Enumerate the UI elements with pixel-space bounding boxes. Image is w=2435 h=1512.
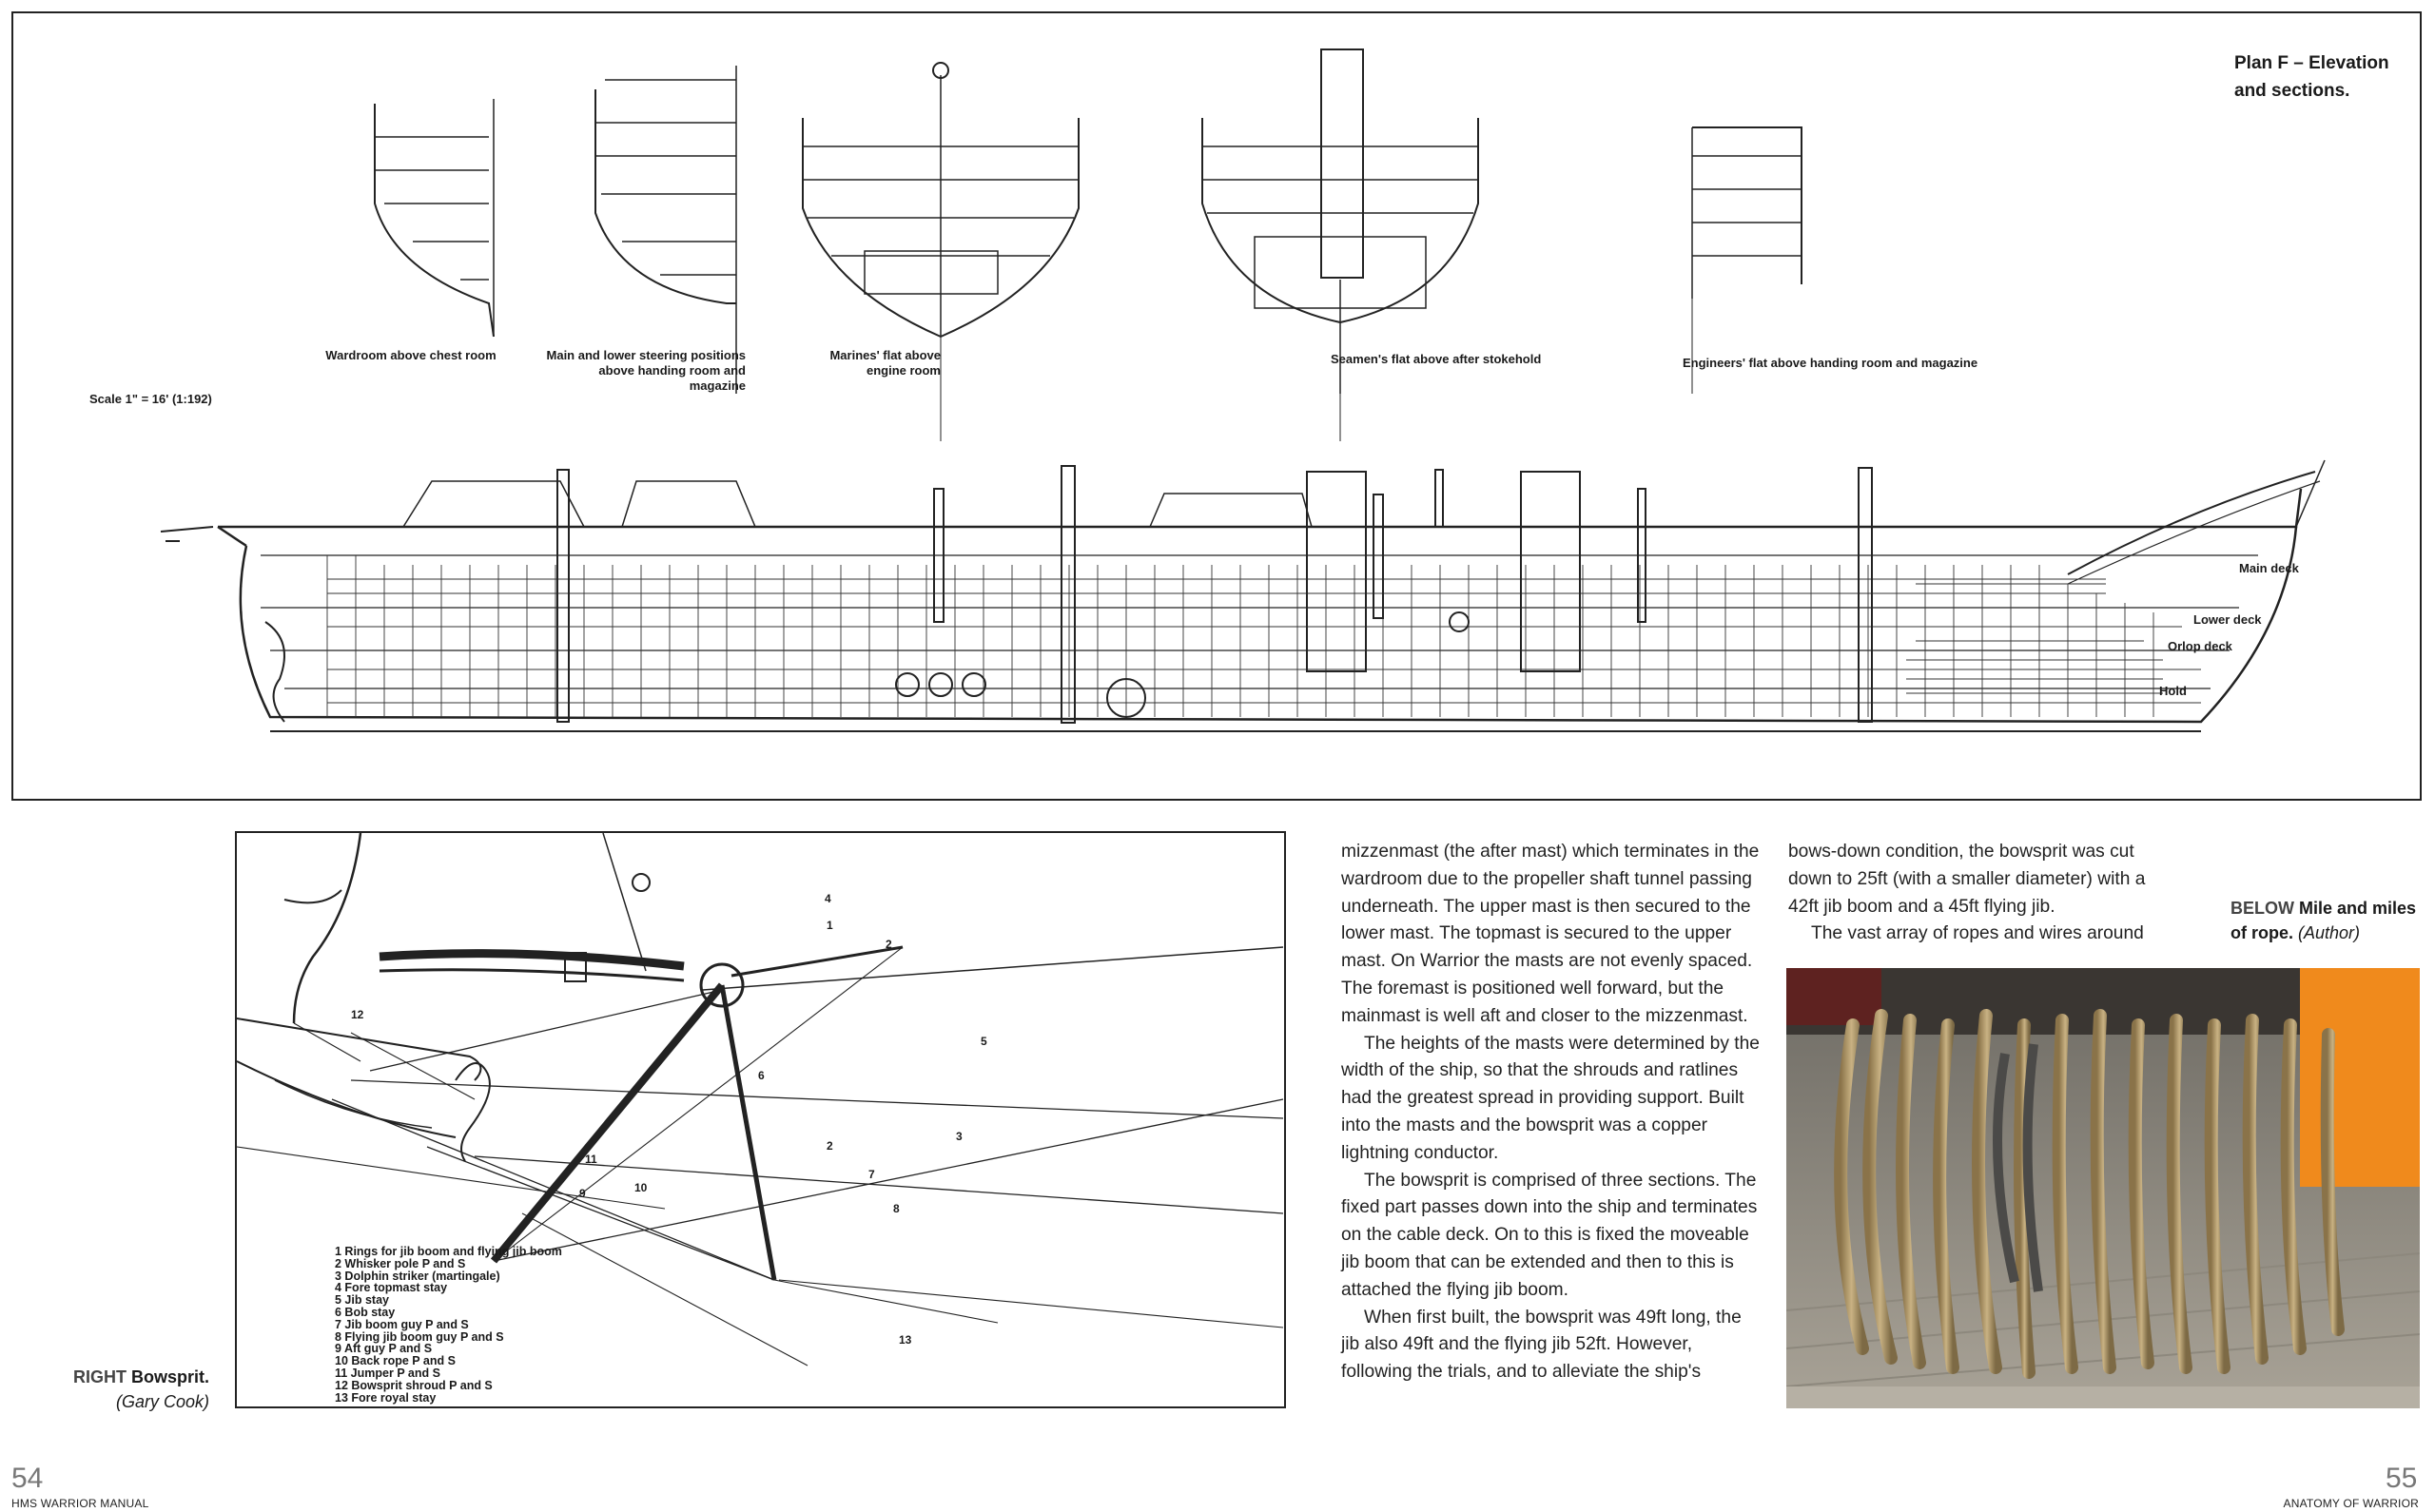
paragraph: The bowsprit is comprised of three secti…: [1341, 1170, 1758, 1300]
callout-2: 2: [886, 938, 892, 951]
paragraph: The vast array of ropes and wires around: [1811, 923, 2144, 944]
section-label-marines: Marines' flat above engine room: [829, 348, 941, 378]
legend-item: 6 Bob stay: [335, 1305, 396, 1319]
ship-plan-drawing: [160, 48, 2326, 732]
section-label-wardroom: Wardroom above chest room: [325, 348, 497, 362]
callout-8: 8: [893, 1202, 900, 1215]
callout-1: 1: [827, 919, 833, 932]
callout-7: 7: [868, 1168, 875, 1181]
running-head-right: ANATOMY OF WARRIOR: [2283, 1497, 2419, 1510]
caption-credit: (Gary Cook): [115, 1392, 209, 1411]
paragraph: The heights of the masts were determined…: [1341, 1033, 1760, 1163]
plan-f-figure: Plan F – Elevation and sections. Wardroo…: [11, 11, 2422, 801]
callout-12: 12: [351, 1008, 364, 1021]
page-number-right: 55: [2386, 1463, 2418, 1494]
legend-item: 2 Whisker pole P and S: [335, 1256, 466, 1270]
page-number-left: 54: [11, 1463, 44, 1494]
callout-13: 13: [899, 1333, 912, 1347]
paragraph: mizzenmast (the after mast) which termin…: [1341, 842, 1760, 1026]
caption-text: Mile and miles of rope.: [2230, 899, 2417, 942]
bowsprit-legend: 1 Rings for jib boom and flying jib boom…: [335, 1246, 562, 1404]
callout-9: 9: [579, 1187, 586, 1200]
callout-10: 10: [634, 1181, 648, 1194]
paragraph: When first built, the bowsprit was 49ft …: [1341, 1307, 1742, 1383]
section-label-seamen: Seamen's flat above after stokehold: [1331, 352, 1542, 366]
legend-item: 13 Fore royal stay: [335, 1390, 437, 1405]
bowsprit-figure: 1 2 3 4 5 6 7 8 9 10 11 12 13 2: [235, 831, 1286, 1408]
callout-4: 4: [825, 892, 831, 905]
section-label-steering: Main and lower steering positions above …: [546, 348, 746, 393]
deck-label-main: Main deck: [2239, 561, 2299, 575]
legend-item: 12 Bowsprit shroud P and S: [335, 1378, 493, 1392]
legend-item: 9 Aft guy P and S: [335, 1342, 433, 1356]
caption-credit: (Author): [2298, 923, 2361, 942]
plan-title: Plan F – Elevation and sections.: [2234, 53, 2389, 101]
text-column-2: bows-down condition, the bowsprit was cu…: [1788, 839, 2178, 948]
section-label-engineers: Engineers' flat above handing room and m…: [1683, 356, 1978, 370]
callout-2b: 2: [827, 1139, 833, 1153]
photo-caption: BELOW Mile and miles of rope. (Author): [2230, 896, 2421, 945]
callout-11: 11: [585, 1153, 597, 1166]
legend-item: 3 Dolphin striker (martingale): [335, 1269, 500, 1283]
paragraph: bows-down condition, the bowsprit was cu…: [1788, 842, 2146, 917]
rope-photo-image: [1786, 968, 2420, 1408]
bowsprit-drawing: [237, 833, 1284, 1367]
legend-item: 7 Jib boom guy P and S: [335, 1317, 469, 1331]
callout-5: 5: [981, 1035, 987, 1048]
deck-label-lower: Lower deck: [2193, 612, 2262, 627]
callout-3: 3: [956, 1130, 963, 1143]
rope-photo: [1786, 968, 2420, 1408]
caption-lead: RIGHT: [72, 1367, 127, 1386]
text-column-1: mizzenmast (the after mast) which termin…: [1341, 839, 1760, 1386]
legend-item: 1 Rings for jib boom and flying jib boom: [335, 1245, 562, 1258]
legend-item: 4 Fore topmast stay: [335, 1281, 448, 1295]
legend-item: 8 Flying jib boom guy P and S: [335, 1329, 504, 1344]
plan-scale: Scale 1" = 16' (1:192): [89, 392, 212, 406]
deck-label-orlop: Orlop deck: [2168, 639, 2232, 653]
callout-6: 6: [758, 1069, 765, 1082]
running-head-left: HMS WARRIOR MANUAL: [11, 1497, 149, 1510]
bowsprit-caption: RIGHT Bowsprit. (Gary Cook): [38, 1365, 209, 1414]
caption-text: Bowsprit.: [130, 1367, 209, 1386]
caption-lead: BELOW: [2230, 899, 2294, 918]
legend-item: 5 Jib stay: [335, 1293, 389, 1308]
deck-label-hold: Hold: [2159, 684, 2187, 698]
legend-item: 11 Jumper P and S: [335, 1366, 440, 1380]
legend-item: 10 Back rope P and S: [335, 1354, 456, 1368]
